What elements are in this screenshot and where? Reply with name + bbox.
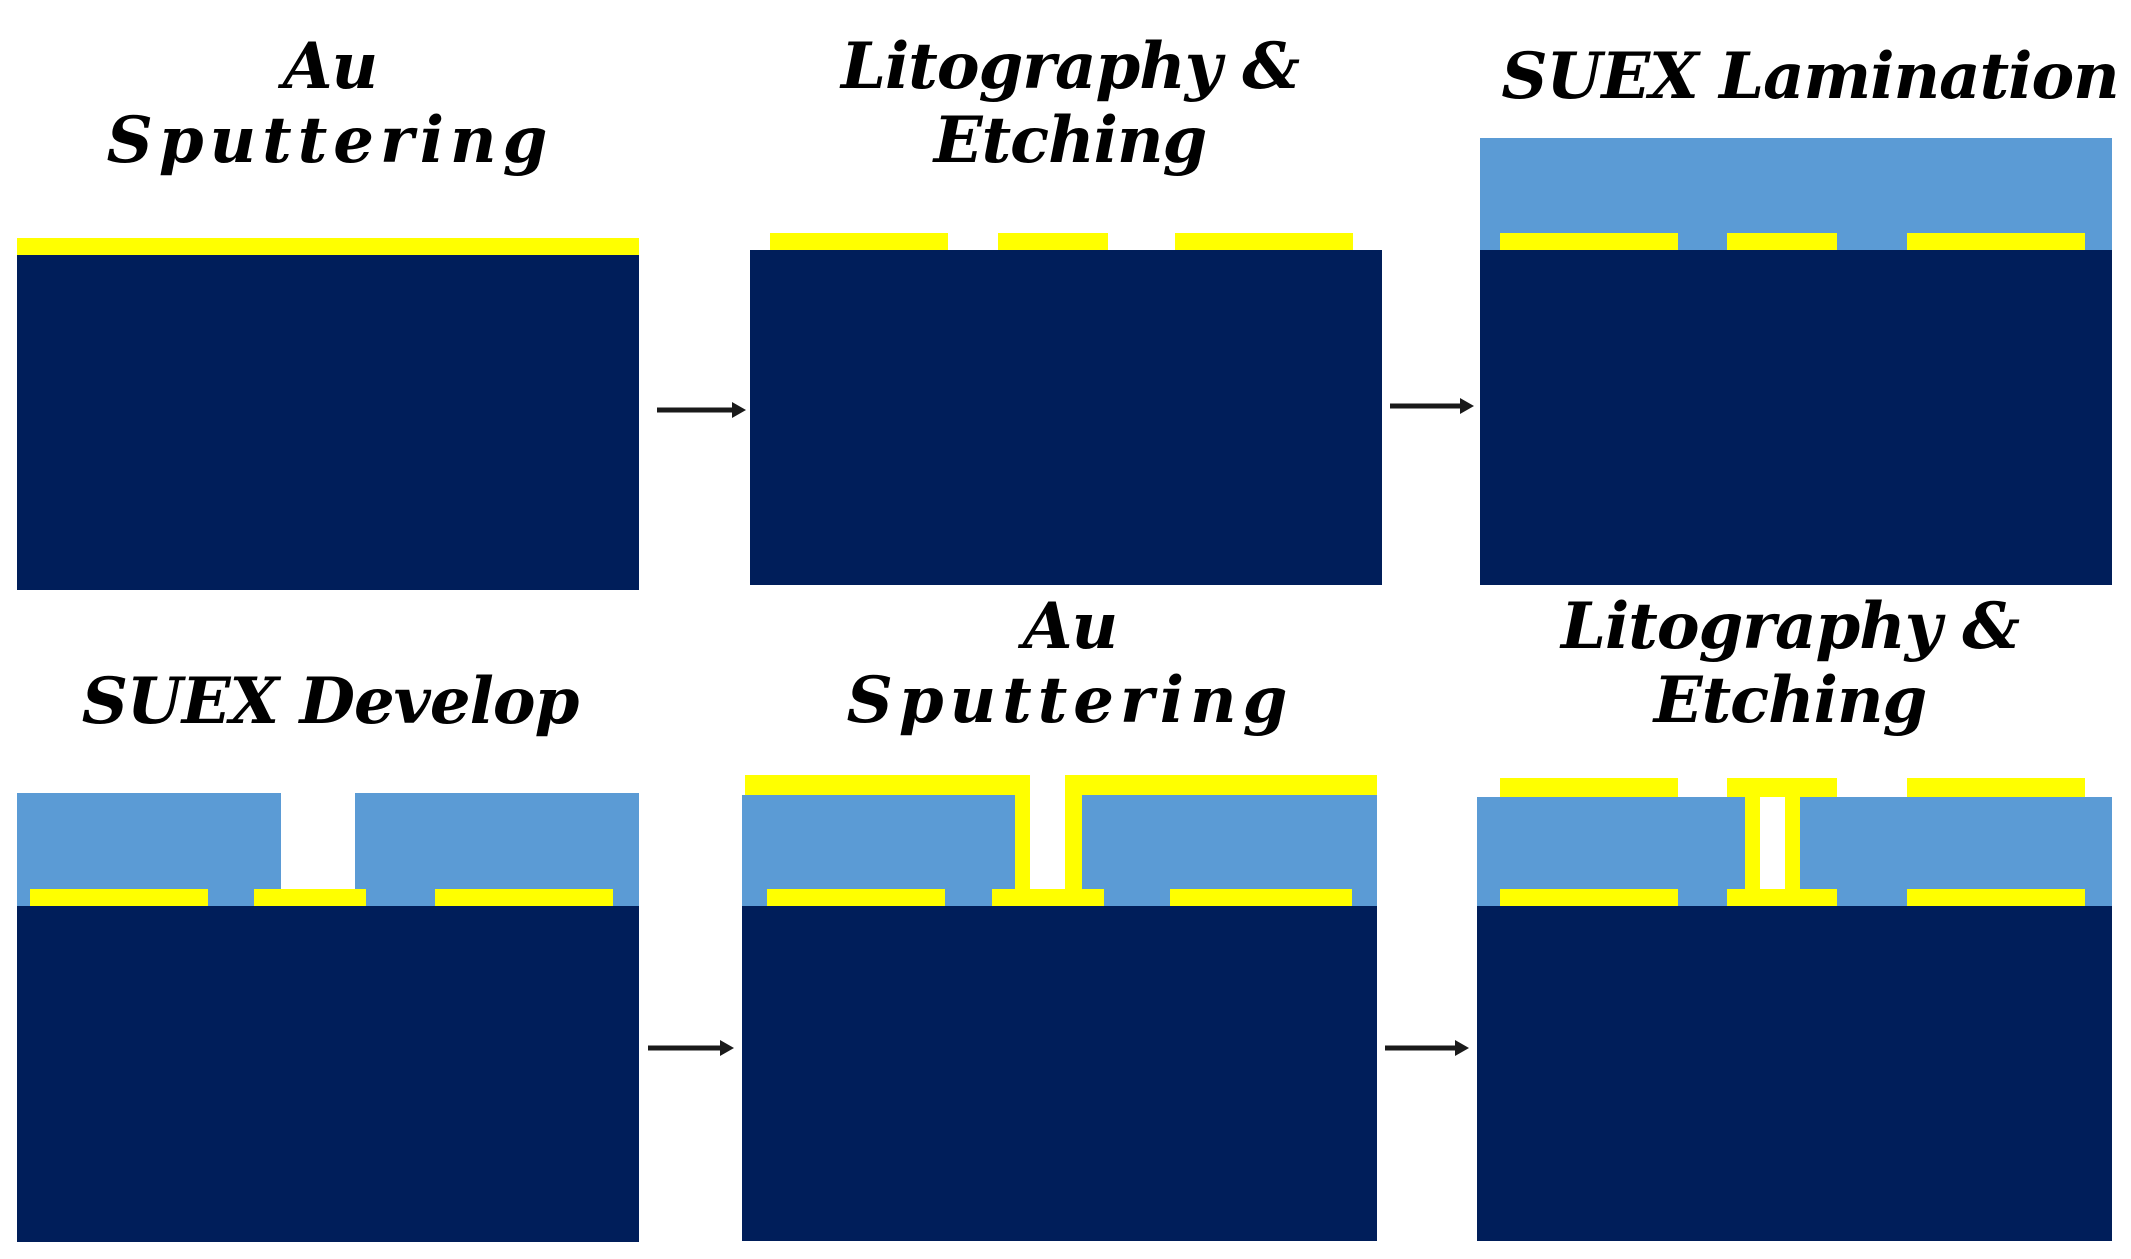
step-2-title: Litography & Etching xyxy=(760,30,1380,177)
step-6-gold-via-right-wall xyxy=(1785,778,1800,906)
step-6-diagram xyxy=(1477,778,2112,1241)
step-1-title-line2: Sputtering xyxy=(106,102,554,178)
step-4-title-line1: SUEX Develop xyxy=(81,664,580,739)
step-5-title: Au Sputtering xyxy=(760,590,1380,737)
step-5-suex-right xyxy=(1082,795,1377,906)
step-2-gold-pad-center xyxy=(998,233,1108,250)
step-6-gold-top-left xyxy=(1500,778,1678,797)
step-6-gold-pad-left xyxy=(1500,889,1678,906)
step-6-gold-pad-right xyxy=(1907,889,2085,906)
step-3-gold-pad-center xyxy=(1727,233,1837,250)
step-3-title-line1: SUEX Lamination xyxy=(1501,39,2119,114)
step-5-substrate xyxy=(742,906,1377,1241)
step-6-gold-top-right xyxy=(1907,778,2085,797)
arrow-right-icon xyxy=(1385,1040,1469,1056)
arrow-right-icon xyxy=(657,402,746,418)
step-1-diagram xyxy=(17,238,639,590)
step-2-title-line2: Etching xyxy=(933,102,1207,178)
step-4-title: SUEX Develop xyxy=(30,665,630,739)
step-6-gold-pad-center xyxy=(1727,889,1837,906)
step-6-gold-top-center xyxy=(1727,778,1837,797)
step-5-title-line2: Sputtering xyxy=(846,662,1294,738)
arrow-right-icon xyxy=(648,1040,734,1056)
step-5-gold-pad-center xyxy=(992,889,1104,906)
step-5-diagram xyxy=(742,775,1377,1241)
step-4-suex-left xyxy=(17,793,281,906)
step-5-gold-pad-left xyxy=(767,889,945,906)
step-6-title-line1: Litography & xyxy=(1560,589,2020,664)
step-3-diagram xyxy=(1480,138,2112,585)
step-5-gold-via-left-wall xyxy=(1015,775,1030,906)
step-4-gold-pad-left xyxy=(30,889,208,906)
step-5-gold-pad-right xyxy=(1170,889,1352,906)
step-5-suex-left xyxy=(742,795,1017,906)
step-4-gold-pad-right xyxy=(435,889,613,906)
step-1-title: Au Sputtering xyxy=(30,30,630,177)
step-3-substrate xyxy=(1480,250,2112,585)
step-2-diagram xyxy=(750,233,1382,585)
step-5-gold-top-right xyxy=(1065,775,1377,795)
step-2-substrate xyxy=(750,250,1382,585)
step-4-suex-right xyxy=(355,793,639,906)
step-6-title: Litography & Etching xyxy=(1480,590,2100,737)
step-4-gold-pad-center xyxy=(254,889,366,906)
step-5-gold-top-left xyxy=(745,775,1030,795)
step-5-title-line1: Au xyxy=(1022,589,1118,664)
step-2-gold-pad-right xyxy=(1175,233,1353,250)
step-1-gold-layer xyxy=(17,238,639,255)
step-3-suex-layer xyxy=(1480,138,2112,250)
step-1-substrate xyxy=(17,255,639,590)
step-6-substrate xyxy=(1477,906,2112,1241)
step-4-substrate xyxy=(17,906,639,1242)
step-6-title-line2: Etching xyxy=(1653,662,1927,738)
step-1-title-line1: Au xyxy=(282,29,378,104)
step-3-gold-pad-right xyxy=(1907,233,2085,250)
step-6-gold-via-left-wall xyxy=(1745,778,1760,906)
step-3-gold-pad-left xyxy=(1500,233,1678,250)
step-4-diagram xyxy=(17,793,639,1242)
step-6-via-opening xyxy=(1760,797,1785,889)
step-2-title-line1: Litography & xyxy=(840,29,1300,104)
step-2-gold-pad-left xyxy=(770,233,948,250)
step-5-gold-via-right-wall xyxy=(1065,775,1082,906)
arrow-right-icon xyxy=(1390,398,1474,414)
step-3-title: SUEX Lamination xyxy=(1490,40,2130,114)
